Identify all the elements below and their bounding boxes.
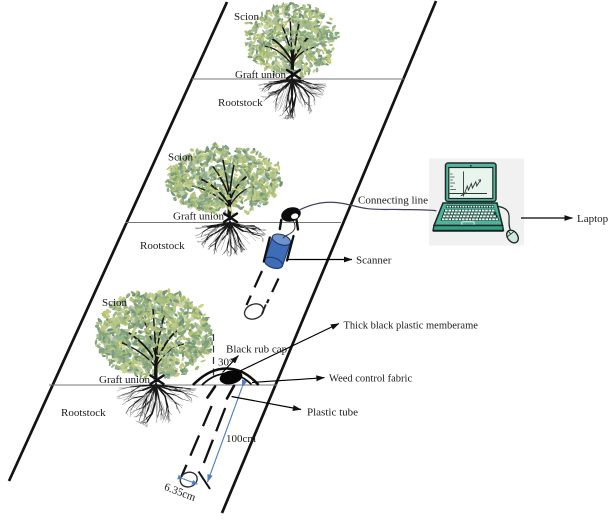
svg-text:Scanner: Scanner bbox=[356, 255, 392, 267]
svg-text:Scion: Scion bbox=[102, 297, 128, 309]
svg-text:Connecting line: Connecting line bbox=[358, 195, 428, 207]
svg-text:Graft union: Graft union bbox=[99, 374, 151, 386]
svg-text:Rootstock: Rootstock bbox=[140, 240, 185, 252]
svg-text:Rootstock: Rootstock bbox=[218, 97, 263, 109]
svg-text:Rootstock: Rootstock bbox=[61, 407, 106, 419]
svg-text:Thick black plastic memberame: Thick black plastic memberame bbox=[344, 321, 479, 332]
svg-text:Black rub cap: Black rub cap bbox=[226, 344, 288, 356]
svg-text:Laptop: Laptop bbox=[577, 213, 609, 225]
svg-text:Plastic tube: Plastic tube bbox=[307, 407, 358, 419]
svg-text:Graft union: Graft union bbox=[235, 69, 287, 81]
svg-text:100cm: 100cm bbox=[226, 433, 256, 445]
svg-text:Scion: Scion bbox=[168, 152, 194, 164]
svg-text:Scion: Scion bbox=[234, 11, 260, 23]
svg-text:30°: 30° bbox=[218, 357, 233, 369]
svg-text:Weed control fabric: Weed control fabric bbox=[329, 374, 412, 385]
svg-text:Graft union: Graft union bbox=[173, 211, 225, 223]
